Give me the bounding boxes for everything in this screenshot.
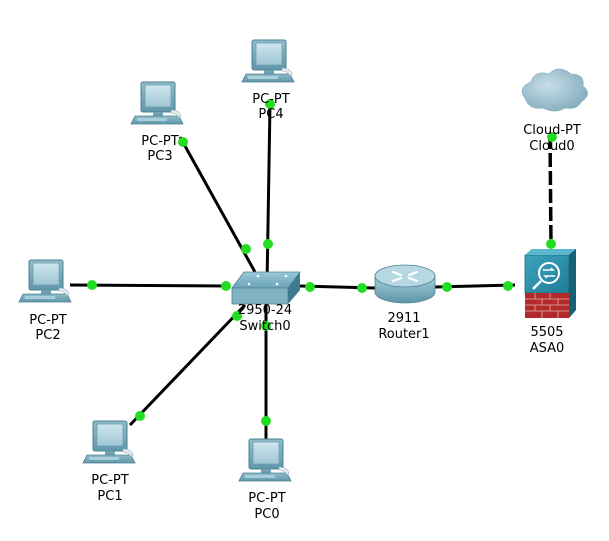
- pc0-name-label: PC0: [254, 507, 280, 522]
- router1-name-label: Router1: [378, 327, 430, 342]
- port-switch0-pc3: [241, 244, 251, 254]
- port-pc3: [178, 137, 188, 147]
- device-switch0[interactable]: [231, 271, 301, 305]
- pc3-name-label: PC3: [147, 149, 173, 164]
- device-router1[interactable]: [374, 264, 436, 304]
- cloud0-name-label: Cloud0: [529, 139, 575, 154]
- port-switch0-router1: [305, 282, 315, 292]
- port-pc4: [265, 99, 275, 109]
- device-pc0[interactable]: [238, 438, 292, 482]
- pc1-model-label: PC-PT: [91, 473, 129, 488]
- port-switch0-pc2: [221, 281, 231, 291]
- asa0-name-label: ASA0: [529, 341, 565, 356]
- pc1-name-label: PC1: [97, 489, 123, 504]
- port-switch0-pc0: [261, 321, 271, 331]
- device-pc1[interactable]: [82, 420, 136, 464]
- device-pc4[interactable]: [241, 39, 295, 83]
- pc2-model-label: PC-PT: [29, 313, 67, 328]
- port-router1-switch0: [357, 283, 367, 293]
- port-pc2: [87, 280, 97, 290]
- device-asa0[interactable]: [524, 249, 576, 318]
- switch0-model-label: 2950-24: [237, 303, 293, 318]
- port-asa0-cloud0: [546, 239, 556, 249]
- cloud0-model-label: Cloud-PT: [523, 123, 581, 138]
- port-cloud0-asa0: [547, 132, 557, 142]
- pc2-name-label: PC2: [35, 328, 61, 343]
- device-cloud0[interactable]: [521, 68, 588, 112]
- link-asa0-cloud0[interactable]: [548, 134, 553, 246]
- pc3-model-label: PC-PT: [141, 134, 179, 149]
- port-pc1: [135, 411, 145, 421]
- link-switch0-pc1[interactable]: [128, 303, 247, 427]
- port-switch0-pc1: [232, 311, 242, 321]
- pc4-name-label: PC4: [258, 107, 284, 122]
- port-switch0-pc4: [263, 239, 273, 249]
- pc0-model-label: PC-PT: [248, 491, 286, 506]
- asa0-model-label: 5505: [530, 325, 564, 340]
- link-switch0-pc4[interactable]: [265, 103, 272, 286]
- device-pc3[interactable]: [130, 81, 184, 125]
- port-router1-asa0: [442, 282, 452, 292]
- pc4-model-label: PC-PT: [252, 92, 290, 107]
- device-pc2[interactable]: [18, 259, 72, 303]
- port-pc0: [261, 416, 271, 426]
- switch0-name-label: Switch0: [239, 319, 291, 334]
- port-asa0-router1: [503, 281, 513, 291]
- router1-model-label: 2911: [387, 311, 421, 326]
